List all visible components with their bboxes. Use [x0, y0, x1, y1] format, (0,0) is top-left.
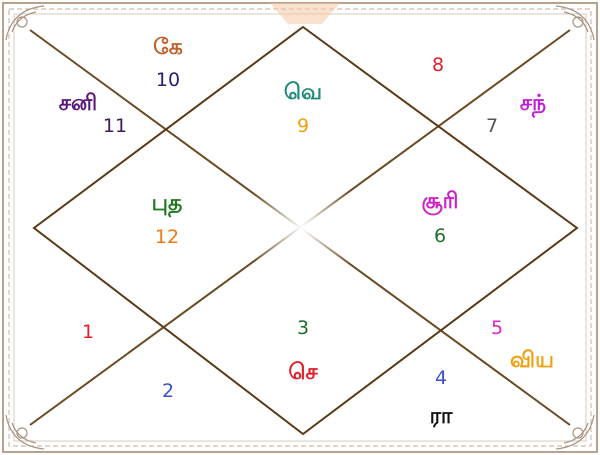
house-12-planet: வெ	[284, 80, 322, 105]
house-4-number: 1	[82, 321, 94, 343]
house-9-number: 6	[434, 225, 446, 247]
house-8-number: 5	[491, 317, 503, 339]
house-6-planet: செ	[288, 360, 318, 385]
house-3-number: 12	[155, 226, 179, 248]
house-2-planet: சனி	[59, 91, 98, 116]
house-2-number: 11	[103, 115, 127, 137]
corner-flourish-top-left	[5, 5, 45, 41]
house-8-planet: விய	[510, 348, 554, 373]
house-9-planet: சூரி	[422, 189, 459, 216]
house-7-number: 4	[435, 367, 447, 389]
center-glow	[243, 168, 363, 288]
house-3-planet: புத	[152, 191, 183, 218]
top-accent	[270, 3, 340, 24]
house-11-number: 8	[432, 54, 444, 76]
corner-flourish-top-right	[555, 5, 595, 41]
house-12-number: 9	[297, 115, 309, 137]
house-10-planet: சந்	[520, 91, 546, 118]
house-5-number: 2	[162, 380, 174, 402]
house-1-number: 10	[156, 69, 180, 91]
inner-diamond	[32, 25, 579, 436]
house-10-number: 7	[486, 115, 498, 137]
corner-flourish-bottom-left	[5, 414, 45, 450]
house-1-planet: கே	[153, 35, 183, 60]
house-7-planet: ரா	[430, 404, 453, 429]
corner-flourish-bottom-right	[555, 414, 595, 450]
house-6-number: 3	[297, 317, 309, 339]
